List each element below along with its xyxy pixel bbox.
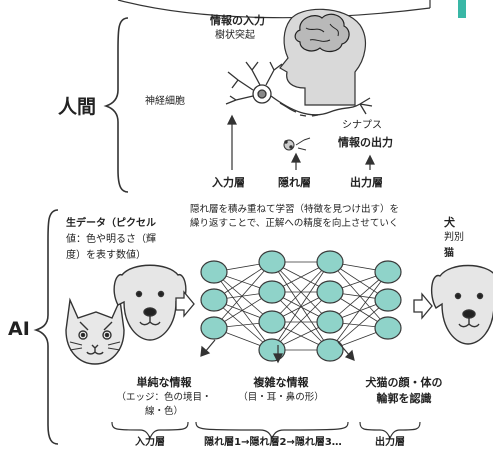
network-node-l2-n3 <box>258 310 286 334</box>
network-node-l2-n1 <box>258 250 286 274</box>
teal-tab <box>458 0 466 18</box>
hollow-arrow-right <box>413 292 433 320</box>
network-node-l3-n1 <box>316 250 344 274</box>
network-connection <box>329 261 389 329</box>
network-connection <box>329 299 389 351</box>
cat-face-icon <box>65 297 125 365</box>
network-node-l4-n3 <box>374 316 402 340</box>
network-node-l2-n4 <box>258 338 286 362</box>
brace-hidden <box>195 421 349 440</box>
network-node-l1-n1 <box>200 260 228 284</box>
network-node-l4-n2 <box>374 288 402 312</box>
network-connection <box>271 261 331 323</box>
dogcat-line-2: 輪郭を認識 <box>376 392 432 405</box>
top-caption-line-1: 隠れ層を積み重ねて学習（特徴を見つけ出す）を <box>190 204 400 215</box>
ai-brace <box>33 209 59 445</box>
arrow-dogcat <box>337 341 351 357</box>
network-node-l3-n4 <box>316 338 344 362</box>
brain-icon <box>294 13 350 53</box>
dendrite-label: 樹状突起 <box>215 30 255 41</box>
neural-network-nodes <box>200 250 402 362</box>
bottom-input-label: 入力層 <box>135 437 165 448</box>
network-connection <box>213 271 273 323</box>
brace-output <box>359 421 421 440</box>
network-connection <box>213 261 273 329</box>
network-connection <box>271 261 331 351</box>
neuron-icon <box>225 61 373 117</box>
neural-network <box>213 261 389 351</box>
human-hidden-layer-label: 隠れ層 <box>278 176 311 189</box>
result-cat-label: 猫 <box>444 248 454 259</box>
human-output-layer-label: 出力層 <box>350 176 383 189</box>
result-dog-label: 犬 <box>444 216 455 229</box>
network-node-l3-n3 <box>316 310 344 334</box>
complex-info-title: 複雑な情報 <box>253 376 309 389</box>
bottom-hidden-label: 隠れ層1→隠れ層2→隠れ層3… <box>204 437 342 448</box>
raw-data-line-1-text: 生データ（ピクセル <box>66 218 156 229</box>
network-node-l3-n2 <box>316 280 344 304</box>
info-output-label: 情報の出力 <box>338 136 393 149</box>
simple-info-title: 単純な情報 <box>136 376 192 389</box>
network-connection <box>271 291 331 351</box>
result-judge-label: 判別 <box>444 232 464 243</box>
simple-info-line-2: 線・色） <box>144 406 183 417</box>
bottom-output-label: 出力層 <box>375 437 405 448</box>
dog-face-icon <box>113 264 187 341</box>
dog-face-result-icon <box>430 264 493 345</box>
ai-section-label: AI <box>8 318 30 340</box>
network-connection <box>329 271 389 323</box>
hollow-arrow-left <box>175 290 195 318</box>
network-node-l4-n1 <box>374 260 402 284</box>
complex-info-detail: （目・耳・鼻の形） <box>238 392 324 403</box>
human-section-label: 人間 <box>58 96 97 118</box>
arrow-simple <box>204 339 216 353</box>
raw-data-line-3: 度）を表す数値） <box>66 250 146 261</box>
human-brace <box>103 17 129 193</box>
network-node-l1-n3 <box>200 316 228 340</box>
synapse-icon <box>283 137 311 151</box>
brace-input <box>111 421 189 440</box>
human-input-layer-label: 入力層 <box>212 176 245 189</box>
network-connection <box>329 271 389 351</box>
torn-paper-edge <box>117 0 431 19</box>
dogcat-line-1: 犬猫の顔・体の <box>365 376 443 389</box>
raw-data-line-2: 値：色や明るさ（輝 <box>66 234 156 245</box>
network-node-l1-n2 <box>200 288 228 312</box>
raw-data-line-1: 生データ（ピクセル <box>66 218 156 231</box>
network-node-l2-n2 <box>258 280 286 304</box>
info-input-title: 情報の入力 <box>210 14 265 27</box>
synapse-label: シナプス <box>342 120 382 131</box>
simple-info-line-1: （エッジ：色の境目・ <box>116 392 212 403</box>
neuron-label: 神経細胞 <box>145 96 185 107</box>
top-caption-line-2: 繰り返すことで、正解への精度を向上させていく <box>190 218 399 229</box>
